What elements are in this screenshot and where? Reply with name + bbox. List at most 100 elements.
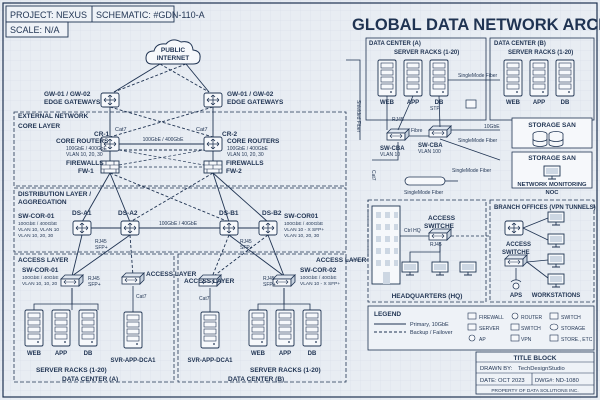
right-rack-db-b: DB: [561, 100, 570, 106]
gateway-left-router-icon: [100, 92, 120, 108]
sw-cba-left-spec: VLAN 10: [380, 152, 400, 158]
legend-primary: Primary, 10GbE: [410, 322, 449, 328]
acc-access-layer-right: ACCESS LAYER: [184, 278, 235, 285]
acc-cat7-2: Cat7: [199, 296, 210, 302]
schematic-label: SCHEMATIC: #GDN-110-A: [96, 10, 205, 20]
dc-b-label: DATA CENTER (B): [228, 376, 284, 383]
core-routers-left-2: 100GbE / 400GbE: [66, 146, 108, 152]
distribution-label-2: AGGREGATION: [18, 199, 67, 206]
right-racks-a-label: SERVER RACKS (1-20): [394, 50, 459, 56]
storage-san-2-label: STORAGE SAN: [528, 155, 576, 162]
branch-zone: [489, 199, 595, 303]
access-switch-right-icon: [272, 274, 296, 287]
hq-title: HEADQUARTERS (HQ): [392, 293, 463, 300]
core-routers-left-3: VLAN 10, 20, 30: [66, 152, 103, 158]
ds-b1-label: DS-B1: [219, 210, 239, 217]
project-label: PROJECT: NEXUS: [10, 10, 87, 20]
patch-panel-icon: [465, 99, 477, 109]
right-rack-web-a-icon: [377, 59, 397, 97]
storage-1-disk-icon: [532, 131, 548, 147]
right-dc-b-label: DATA CENTER (B): [494, 41, 546, 47]
acc-sw-cor-right: SW-COR-02: [300, 267, 337, 274]
main-title: GLOBAL DATA NETWORK ARCHITECTURE: [352, 16, 600, 34]
rack-db-left-icon: [78, 309, 98, 347]
right-rack-db-a-icon: [429, 59, 449, 97]
access-switch-left-icon: [60, 274, 84, 287]
legend-router: ROUTER: [521, 315, 543, 321]
ds-a1-router-icon: [72, 220, 92, 236]
gateway-core-links: [109, 106, 214, 138]
ds-a2-label: DS-A2: [118, 210, 138, 217]
cba-10gbe: 10GbE: [484, 124, 500, 130]
acc-rj45-1: RJ45: [88, 276, 100, 282]
right-cat7-vertical: Cat7: [370, 170, 376, 181]
branch-access-1: ACCESS: [506, 242, 531, 248]
branch-links: [515, 217, 549, 280]
hq-rj45: RJ45: [430, 242, 442, 248]
cba-fibre: Fibre: [411, 128, 423, 134]
distribution-access-links: [71, 234, 285, 283]
cat7-left-label: Cat7: [115, 127, 127, 133]
hq-access-switch-icon: [428, 228, 452, 241]
right-dc-a-zone: [365, 37, 487, 121]
access-switch-center-left-icon: [121, 272, 145, 285]
access-layer-left-label: ACCESS LAYER: [18, 257, 69, 264]
core-router-cr2-icon: [203, 136, 223, 152]
svr-app-right-label: SVR-APP-DCA1: [187, 358, 233, 364]
noc-label-1: NETWORK MONITORING: [517, 182, 587, 188]
firewall-fw2-icon: [203, 160, 223, 174]
hq-access-2: SWITCHE: [424, 223, 455, 230]
acc-sw-cor-left-spec-2: VLAN 10, 10, 20: [22, 281, 58, 287]
acc-rj45-2: RJ45: [263, 276, 275, 282]
core-distribution-links: [81, 172, 269, 223]
ds-mid-link-label: 100GbE / 40GbE: [159, 221, 198, 227]
gateway-right-router-icon: [203, 92, 223, 108]
dc-a-label: DATA CENTER (A): [62, 376, 118, 383]
acc-sfp-1: SFP+: [88, 282, 101, 288]
ds-sw-cor-right-spec-3: VLAN 10, 20, 30: [284, 233, 320, 239]
right-rack-web-b: WEB: [506, 100, 521, 106]
legend-server: SERVER: [479, 326, 500, 332]
core-routers-right-3: VLAN 10, 20, 30: [227, 152, 264, 158]
firewall-fw1-icon: [100, 160, 120, 174]
access-layer-right-label: ACCESS LAYER: [316, 257, 367, 264]
acc-sw-cor-left: SW-COR-01: [22, 267, 59, 274]
branch-workstations: WORKSTATIONS: [532, 293, 580, 299]
rack-left-app: APP: [55, 351, 67, 357]
rack-right-web: WEB: [251, 351, 266, 357]
internet-cloud-icon: [145, 39, 201, 65]
ds-sw-cor-left-spec-1: 100GbE / 400GbE: [18, 221, 57, 227]
distribution-label-1: DISTRIBUTION LAYER /: [18, 191, 91, 198]
ds-sfp-left: SFP+: [95, 245, 108, 251]
external-network-zone: [13, 111, 347, 187]
ds-sw-cor-left-spec-3: VLAN 10, 20, 30: [18, 233, 54, 239]
svr-app-left-label: SVR-APP-DCA1: [110, 358, 156, 364]
access-zone-right: [177, 253, 347, 383]
ds-a2-router-icon: [120, 220, 140, 236]
acc-access-layer-left: ACCESS LAYER: [146, 271, 197, 278]
ds-sw-cor-left: SW-COR-01: [18, 213, 55, 220]
access-zone-left: [13, 253, 175, 383]
firewalls-right-2: FW-2: [226, 168, 242, 175]
project-box: [5, 5, 175, 23]
branch-vpn-router-icon: [504, 220, 524, 236]
hq-access-1: ACCESS: [428, 215, 456, 222]
acc-sw-cor-right-spec-1: 100GbE / 40GbE: [300, 275, 337, 281]
right-dc-a-label: DATA CENTER (A): [369, 41, 421, 47]
legend-backup: Backup / Failover: [410, 330, 453, 336]
ds-sw-cor-right-spec-2: VLAN 10 - X SFP+: [284, 227, 324, 233]
fiber-cable-icon: [404, 176, 458, 186]
title-block-dwg: DWG#: ND-1080: [535, 378, 579, 384]
hq-links: [400, 235, 490, 262]
rack-right-app: APP: [279, 351, 291, 357]
ds-sw-cor-right-spec-1: 100GbE / 400GbE: [284, 221, 323, 227]
title-block-title: TITLE BLOCK: [514, 355, 557, 362]
core-link-label: 100GbE / 400GbE: [143, 137, 185, 143]
rack-left-db: DB: [84, 351, 93, 357]
legend-icons: [467, 312, 559, 342]
ds-rj45-right: RJ45: [240, 239, 252, 245]
rack-app-left-icon: [51, 309, 71, 347]
gateway-left-label-2: EDGE GATEWAYS: [44, 99, 101, 106]
rack-web-left-icon: [24, 309, 44, 347]
